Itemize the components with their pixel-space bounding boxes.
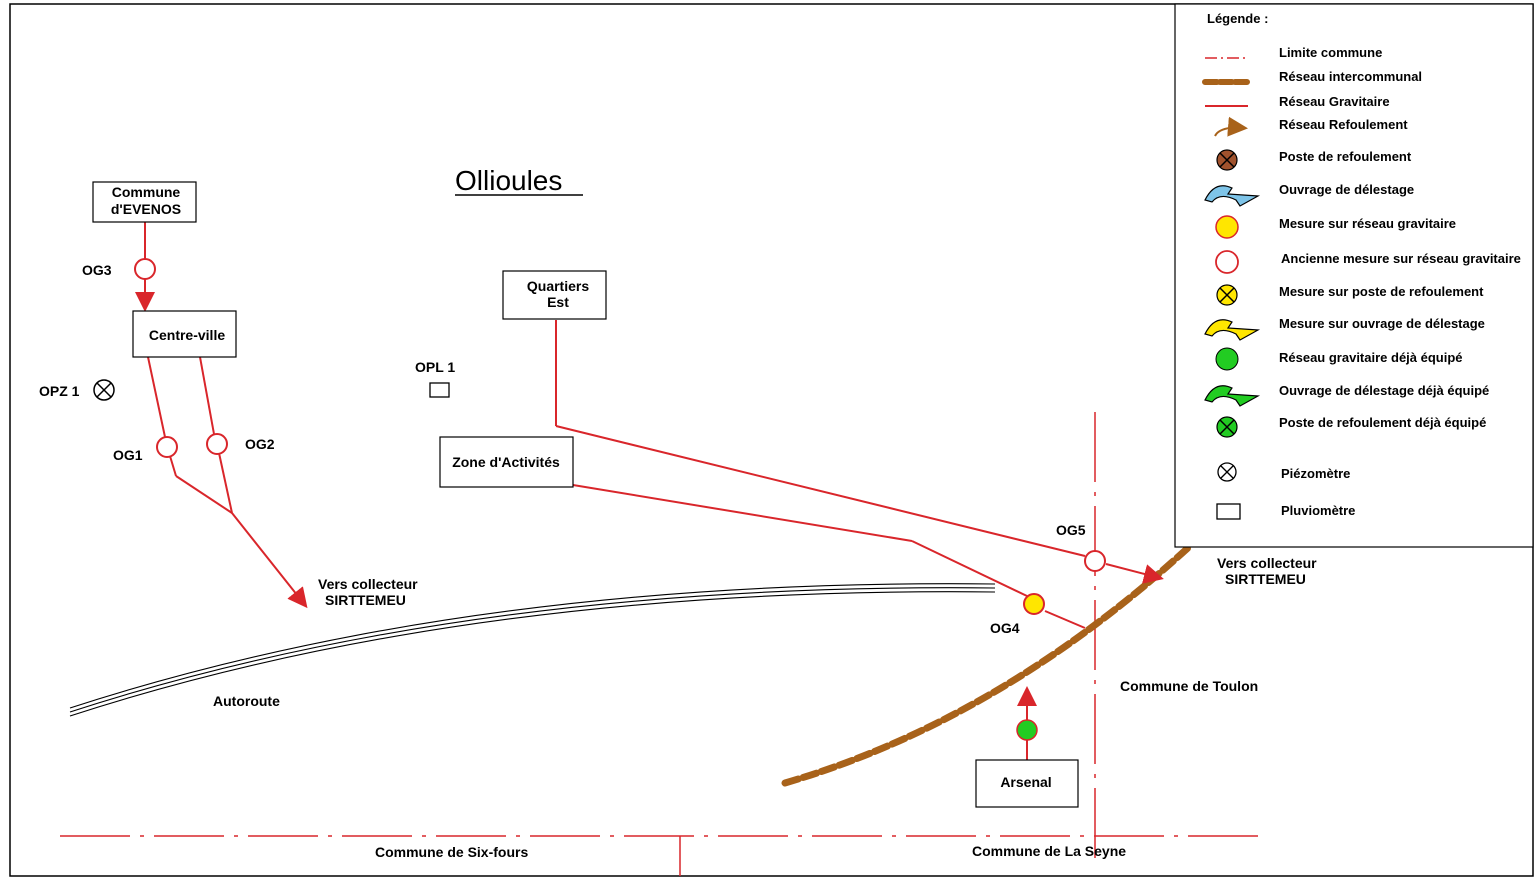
box-quartiers-line2: Est (547, 294, 569, 310)
arsenal-equipped-marker (1016, 719, 1038, 741)
legend-overflow-icon (1204, 185, 1261, 207)
box-evenos-line1: Commune (112, 184, 181, 200)
legend-pumping-arrow-icon (1214, 116, 1248, 137)
og2-marker (206, 433, 228, 455)
legend-label: Réseau gravitaire déjà équipé (1279, 350, 1463, 365)
legend-label: Pluviomètre (1281, 503, 1355, 518)
box-commune-evenos: Commune d'EVENOS (92, 181, 197, 223)
vers-collecteur-left-2: SIRTTEMEU (325, 592, 406, 608)
commune-la-seyne-label: Commune de La Seyne (972, 843, 1126, 859)
legend-label: Réseau intercommunal (1279, 69, 1422, 84)
og3-label: OG3 (82, 262, 112, 278)
box-evenos-line2: d'EVENOS (111, 201, 181, 217)
box-centre-ville: Centre-ville (132, 310, 237, 358)
legend-label: Ancienne mesure sur réseau gravitaire (1281, 251, 1521, 266)
legend-label: Poste de refoulement déjà équipé (1279, 415, 1486, 430)
legend-old-measure-icon (1215, 250, 1239, 274)
og2-label: OG2 (245, 436, 275, 452)
gravity-network (135, 222, 1164, 760)
vers-collecteur-left-1: Vers collecteur (318, 576, 418, 592)
legend-piezometer-icon (1217, 462, 1237, 482)
box-centre-ville-label: Centre-ville (149, 327, 225, 343)
og5-label: OG5 (1056, 522, 1086, 538)
legend-label: Piézomètre (1281, 466, 1350, 481)
commune-six-fours-label: Commune de Six-fours (375, 844, 528, 860)
piezometer-icon (93, 379, 115, 401)
og1-marker (156, 436, 178, 458)
legend-gravity-measure-icon (1215, 215, 1239, 239)
rain-gauge-icon (429, 382, 450, 398)
legend-label: Ouvrage de délestage (1279, 182, 1414, 197)
legend-label: Réseau Gravitaire (1279, 94, 1390, 109)
vers-collecteur-right-1: Vers collecteur (1217, 555, 1317, 571)
legend-label: Poste de refoulement (1279, 149, 1412, 164)
og4-label: OG4 (990, 620, 1020, 636)
box-quartiers-est: Quartiers Est (502, 270, 607, 320)
box-quartiers-line1: Quartiers (527, 278, 589, 294)
vers-collecteur-right-2: SIRTTEMEU (1225, 571, 1306, 587)
legend-label: Réseau Refoulement (1279, 117, 1408, 132)
og3-marker (134, 258, 156, 280)
intercommunal-network (781, 542, 1194, 787)
map-title: Ollioules (455, 165, 562, 196)
autoroute (69, 583, 996, 717)
opl1-label: OPL 1 (415, 359, 455, 375)
legend-label: Mesure sur poste de refoulement (1279, 284, 1484, 299)
legend-overflow-equipped-icon (1204, 385, 1261, 407)
legend-rain-gauge-icon (1216, 503, 1241, 520)
legend-label: Mesure sur ouvrage de délestage (1279, 316, 1485, 331)
legend-pumping-station-icon (1216, 149, 1238, 171)
og1-label: OG1 (113, 447, 143, 463)
commune-limits (60, 412, 1262, 862)
legend-gravity-equipped-icon (1215, 347, 1239, 371)
legend-label: Mesure sur réseau gravitaire (1279, 216, 1456, 231)
box-arsenal-label: Arsenal (1000, 774, 1051, 790)
legend-title: Légende : (1207, 11, 1268, 26)
box-zone-label: Zone d'Activités (452, 454, 560, 470)
opz1-label: OPZ 1 (39, 383, 80, 399)
box-arsenal: Arsenal (975, 759, 1079, 808)
box-zone-activites: Zone d'Activités (439, 436, 574, 488)
commune-toulon-label: Commune de Toulon (1120, 678, 1258, 694)
legend: Légende : (1174, 3, 1534, 548)
legend-label: Ouvrage de délestage déjà équipé (1279, 383, 1489, 398)
og5-marker (1084, 550, 1106, 572)
autoroute-label: Autoroute (213, 693, 280, 709)
legend-pumping-equipped-icon (1216, 416, 1238, 438)
og4-marker (1023, 593, 1045, 615)
legend-label: Limite commune (1279, 45, 1382, 60)
legend-pumping-measure-icon (1216, 284, 1238, 306)
legend-overflow-measure-icon (1204, 319, 1261, 341)
